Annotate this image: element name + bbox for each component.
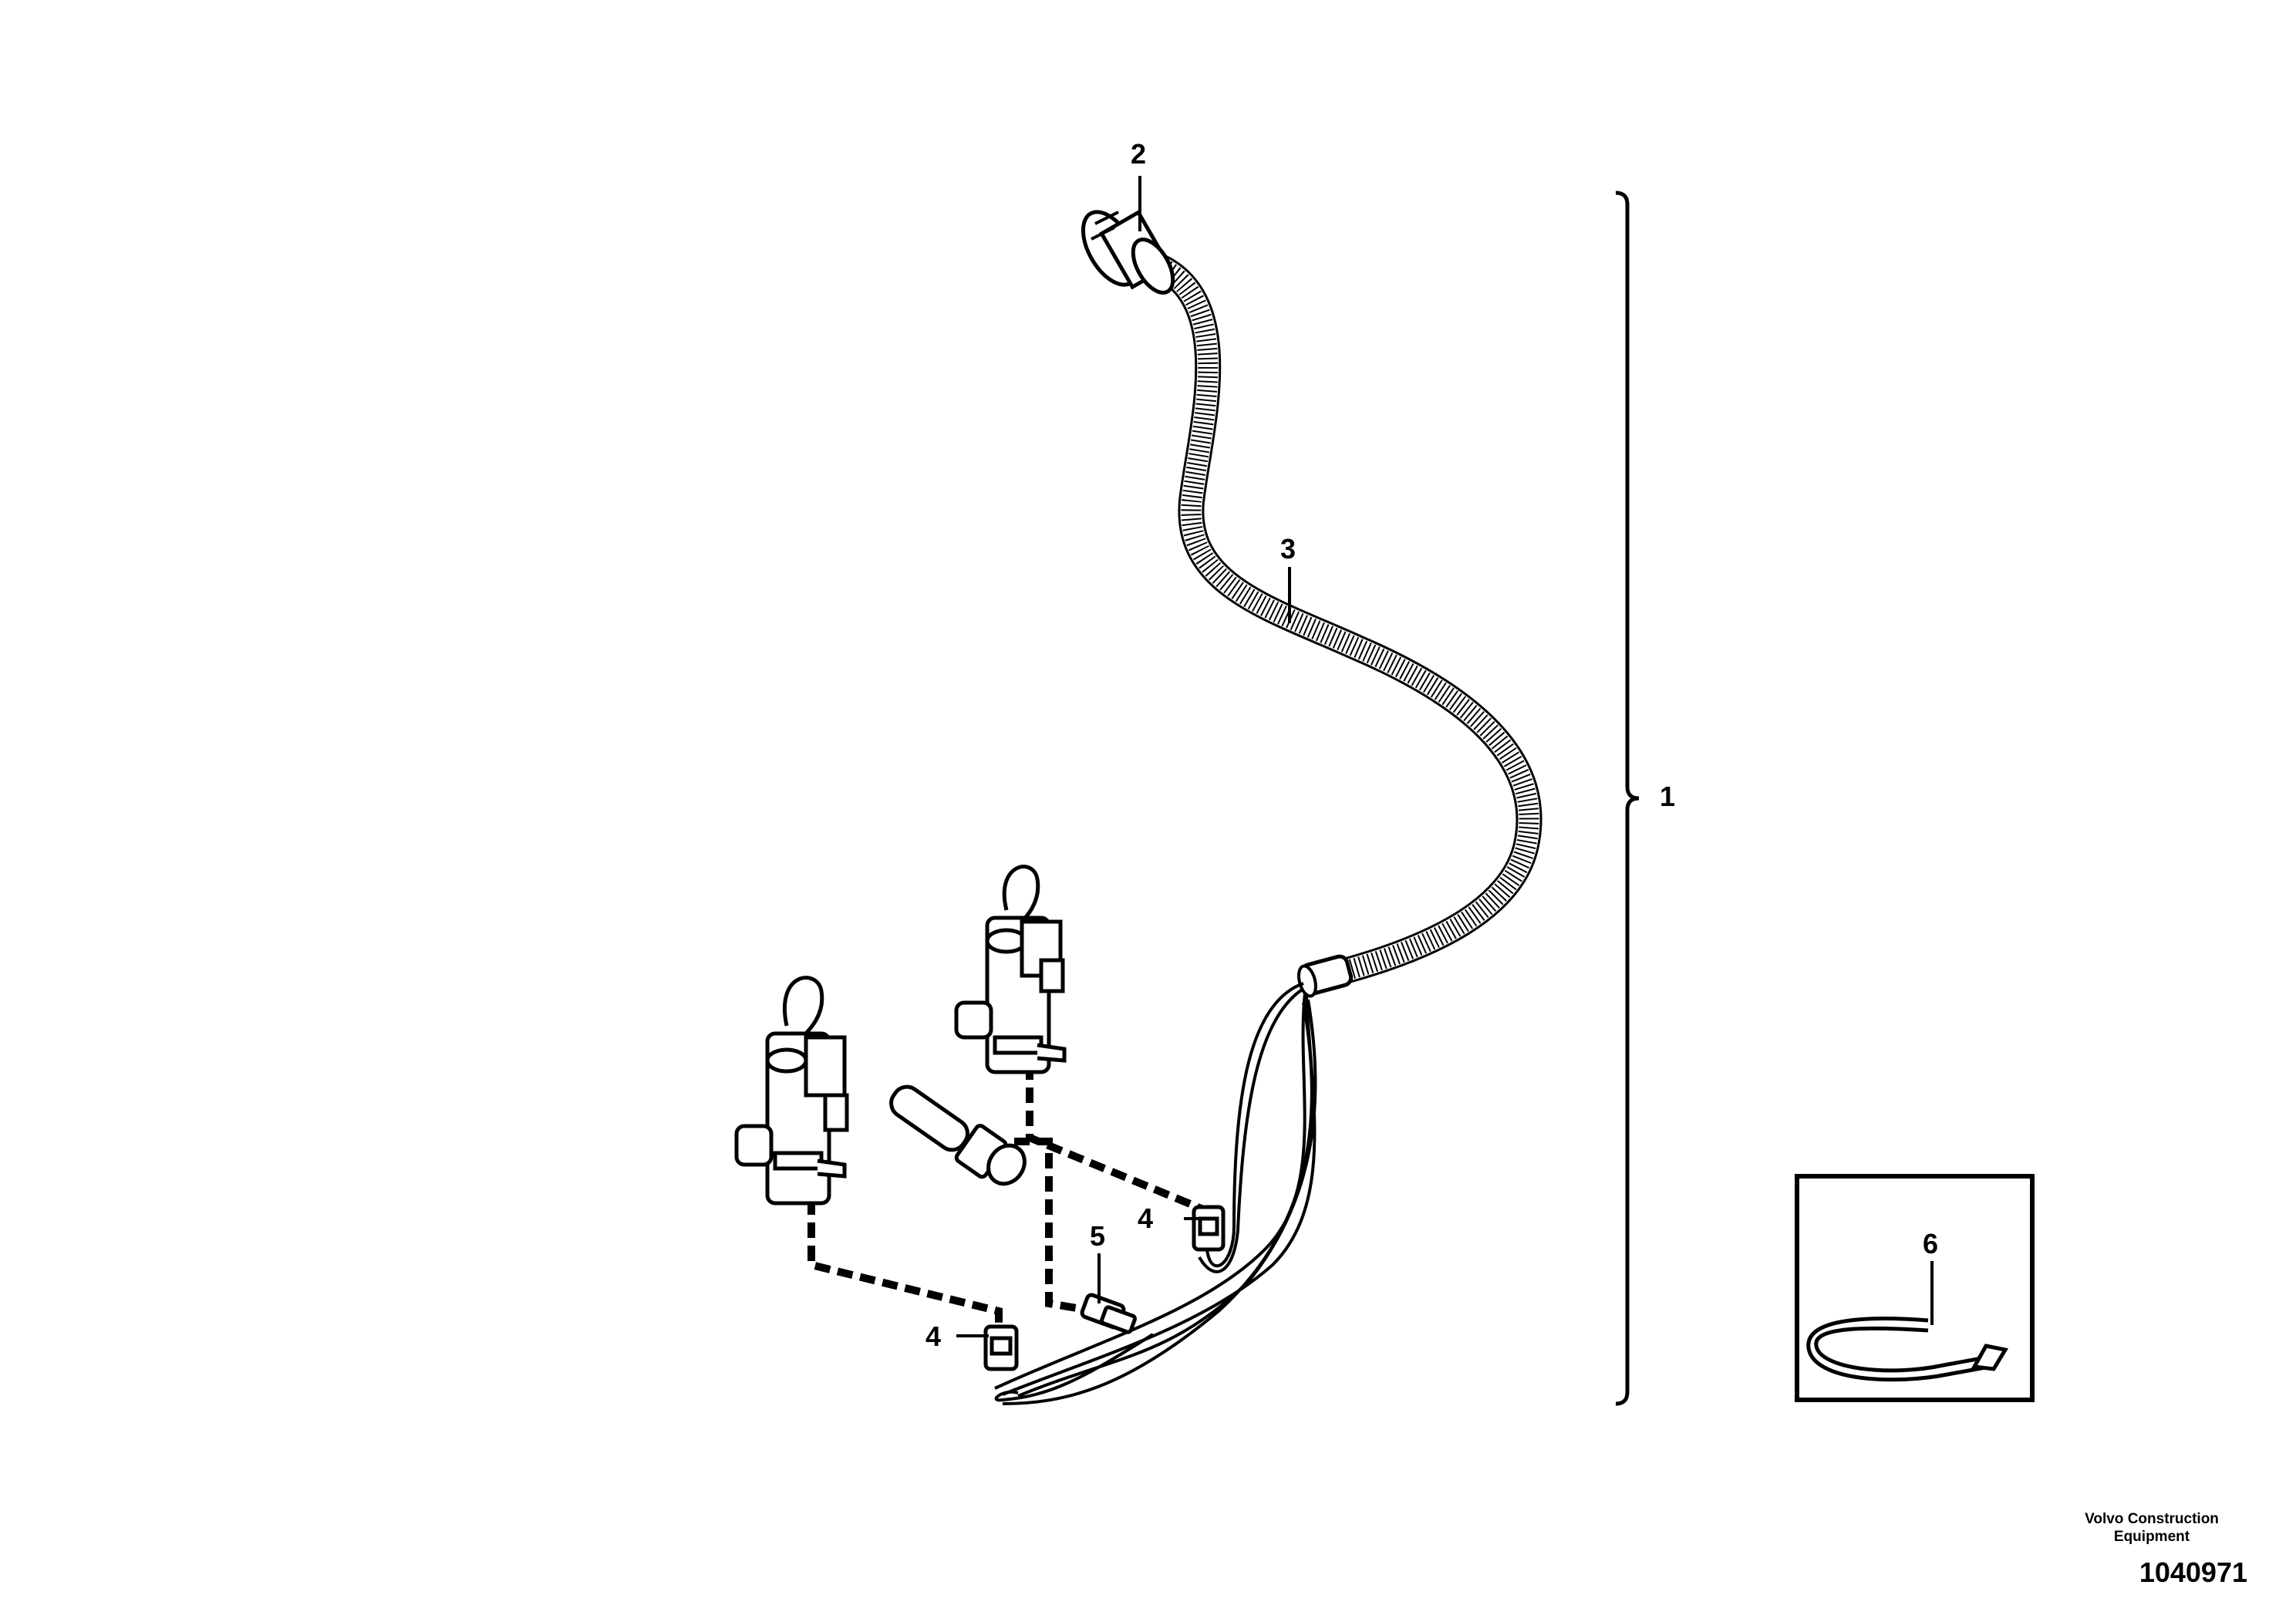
solenoid-valve-upper [954, 865, 1067, 1074]
callout-leaders [956, 176, 1934, 1337]
temperature-sensor [889, 1084, 1027, 1186]
callout-6: 6 [1923, 1228, 1938, 1259]
callout-5: 5 [1090, 1220, 1105, 1252]
round-connector [1081, 209, 1175, 295]
harness-conduit [1136, 249, 1542, 985]
clip-connector [1080, 1293, 1137, 1334]
plug-connector-a [1192, 1205, 1226, 1252]
callout-4-upper: 4 [1138, 1202, 1153, 1234]
solenoid-valve-lower [734, 976, 849, 1206]
plug-connector-b [983, 1324, 1019, 1371]
drawing-number: 1040971 [2139, 1556, 2247, 1588]
footer-credit: Volvo Construction Equipment 1040971 [2036, 1510, 2267, 1589]
assembly-bracket [1615, 191, 1640, 1406]
callout-4-lower: 4 [925, 1320, 941, 1352]
cable-tie-icon [1806, 1317, 2008, 1382]
conduit-sleeve [1297, 954, 1354, 998]
callout-1: 1 [1660, 781, 1675, 812]
org-name-line2: Equipment [2113, 1529, 2190, 1545]
dashed-wire-links [807, 1064, 1211, 1342]
branch-wires [994, 982, 1317, 1405]
callout-3: 3 [1280, 533, 1296, 565]
org-name-line1: Volvo Construction [2085, 1511, 2219, 1527]
callout-2: 2 [1131, 138, 1146, 170]
